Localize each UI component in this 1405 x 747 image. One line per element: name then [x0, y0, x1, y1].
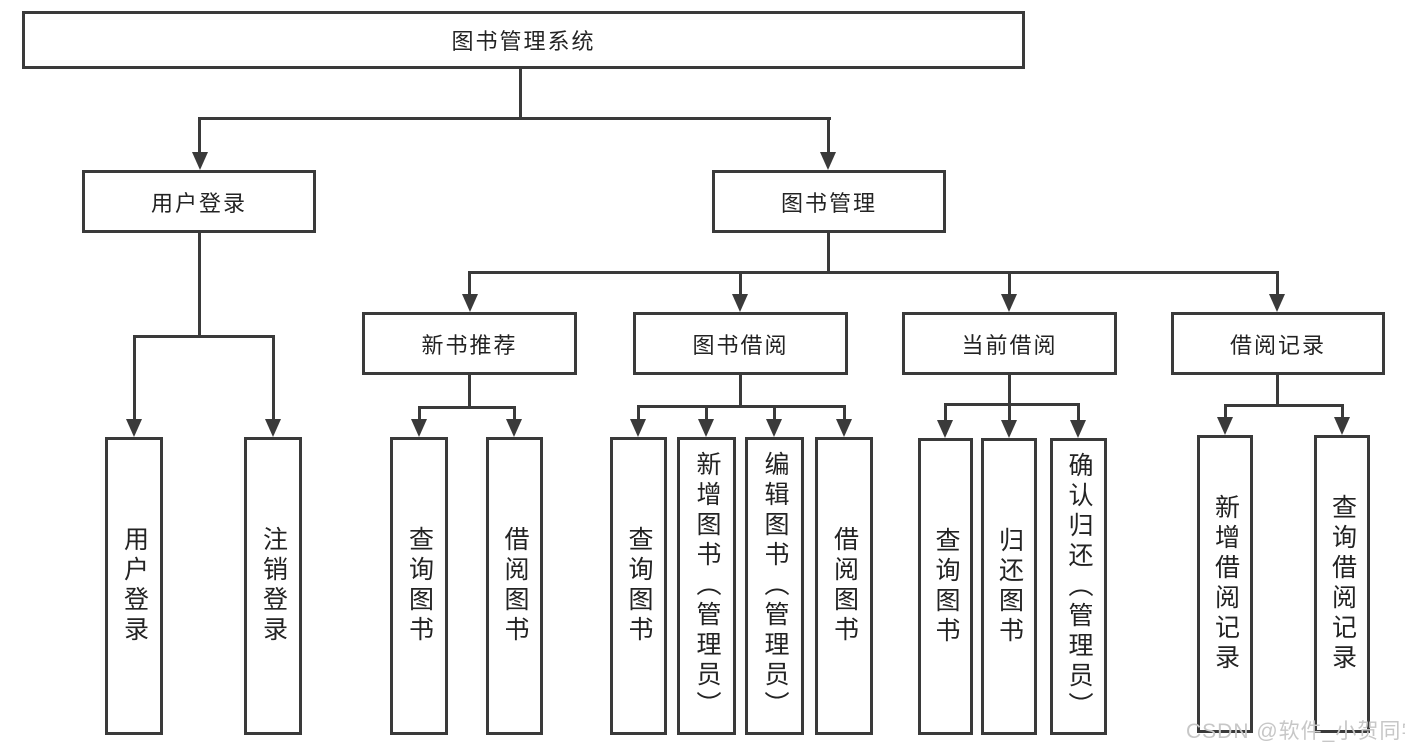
node-leaf-user-login: 用户登录 — [105, 437, 163, 735]
connector-line — [468, 271, 1279, 274]
connector-line — [739, 271, 742, 296]
node-book-borrow: 图书借阅 — [633, 312, 848, 375]
connector-line — [843, 405, 846, 421]
connector-arrow — [836, 419, 852, 437]
node-borrow-record-label: 借阅记录 — [1229, 332, 1326, 358]
node-leaf-bb-add-book-admin: 新增图书（管理员） — [677, 437, 736, 735]
node-current-borrow-label: 当前借阅 — [961, 332, 1058, 358]
connector-line — [1077, 403, 1080, 422]
connector-line — [705, 405, 708, 421]
connector-line — [198, 117, 201, 154]
connector-line — [827, 117, 830, 154]
connector-arrow — [630, 419, 646, 437]
node-leaf-cb-return-book-label: 归还图书 — [995, 526, 1024, 647]
connector-arrow — [698, 419, 714, 437]
node-leaf-nb-query-book-label: 查询图书 — [405, 526, 434, 646]
node-current-borrow: 当前借阅 — [902, 312, 1117, 375]
connector-arrow — [820, 152, 836, 170]
node-leaf-user-login-label: 用户登录 — [120, 526, 149, 646]
node-leaf-nb-borrow-book-label: 借阅图书 — [501, 526, 529, 646]
connector-line — [133, 335, 275, 338]
node-leaf-rb-query-record: 查询借阅记录 — [1314, 435, 1370, 733]
connector-line — [1008, 375, 1011, 405]
connector-line — [637, 405, 845, 408]
connector-line — [418, 406, 516, 409]
node-leaf-bb-edit-book-admin: 编辑图书（管理员） — [745, 437, 804, 735]
connector-arrow — [1070, 420, 1086, 438]
node-new-book-recommend-label: 新书推荐 — [421, 332, 518, 358]
node-leaf-rb-add-record: 新增借阅记录 — [1197, 435, 1253, 733]
connector-line — [1224, 404, 1343, 407]
node-leaf-cb-confirm-return-admin: 确认归还（管理员） — [1050, 438, 1107, 735]
connector-line — [637, 405, 640, 421]
connector-line — [1341, 404, 1344, 419]
connector-arrow — [937, 420, 953, 438]
watermark: CSDN @软件_小贺同学 — [1186, 720, 1405, 743]
connector-arrow — [265, 419, 281, 437]
connector-arrow — [411, 419, 427, 437]
connector-arrow — [1269, 294, 1285, 312]
node-root-label: 图书管理系统 — [451, 29, 596, 54]
connector-line — [513, 406, 516, 421]
connector-line — [773, 405, 776, 421]
node-leaf-nb-borrow-book: 借阅图书 — [486, 437, 543, 735]
connector-line — [198, 233, 201, 338]
node-new-book-recommend: 新书推荐 — [362, 312, 577, 375]
node-root: 图书管理系统 — [22, 11, 1025, 69]
connector-arrow — [1217, 417, 1233, 435]
node-leaf-cb-query-book-label: 查询图书 — [932, 526, 960, 647]
connector-arrow — [462, 294, 478, 312]
node-borrow-record: 借阅记录 — [1171, 312, 1385, 375]
node-user-login-label: 用户登录 — [150, 190, 247, 216]
connector-arrow — [1001, 294, 1017, 312]
node-leaf-bb-query-book-label: 查询图书 — [625, 526, 653, 646]
node-user-login: 用户登录 — [82, 170, 316, 233]
node-leaf-bb-add-book-admin-label: 新增图书（管理员） — [693, 451, 721, 721]
connector-line — [1276, 375, 1279, 406]
node-book-management-label: 图书管理 — [780, 190, 877, 216]
connector-line — [272, 335, 275, 421]
connector-arrow — [732, 294, 748, 312]
node-leaf-cb-query-book: 查询图书 — [918, 438, 973, 735]
connector-arrow — [126, 419, 142, 437]
connector-arrow — [766, 419, 782, 437]
connector-line — [1276, 271, 1279, 296]
node-leaf-bb-query-book: 查询图书 — [610, 437, 667, 735]
connector-line — [739, 375, 742, 407]
connector-arrow — [1001, 420, 1017, 438]
connector-line — [1008, 403, 1011, 422]
node-leaf-rb-add-record-label: 新增借阅记录 — [1211, 494, 1240, 674]
connector-arrow — [1334, 417, 1350, 435]
node-leaf-nb-query-book: 查询图书 — [390, 437, 448, 735]
node-leaf-bb-borrow-book-label: 借阅图书 — [830, 526, 859, 646]
node-book-management: 图书管理 — [712, 170, 946, 233]
connector-line — [944, 403, 947, 422]
connector-line — [827, 233, 830, 274]
connector-line — [468, 271, 471, 296]
node-leaf-logout: 注销登录 — [244, 437, 302, 735]
connector-line — [944, 403, 1080, 406]
connector-line — [1008, 271, 1011, 296]
node-leaf-bb-borrow-book: 借阅图书 — [815, 437, 873, 735]
connector-arrow — [192, 152, 208, 170]
node-leaf-logout-label: 注销登录 — [259, 526, 288, 646]
connector-arrow — [506, 419, 522, 437]
connector-line — [198, 117, 831, 120]
connector-line — [418, 406, 421, 421]
connector-line — [519, 67, 522, 119]
node-leaf-rb-query-record-label: 查询借阅记录 — [1328, 494, 1357, 674]
node-leaf-cb-return-book: 归还图书 — [981, 438, 1037, 735]
connector-line — [133, 335, 136, 421]
node-leaf-cb-confirm-return-admin-label: 确认归还（管理员） — [1065, 451, 1093, 722]
node-book-borrow-label: 图书借阅 — [692, 332, 789, 358]
connector-line — [1224, 404, 1227, 419]
connector-line — [468, 375, 471, 408]
node-leaf-bb-edit-book-admin-label: 编辑图书（管理员） — [761, 451, 789, 721]
